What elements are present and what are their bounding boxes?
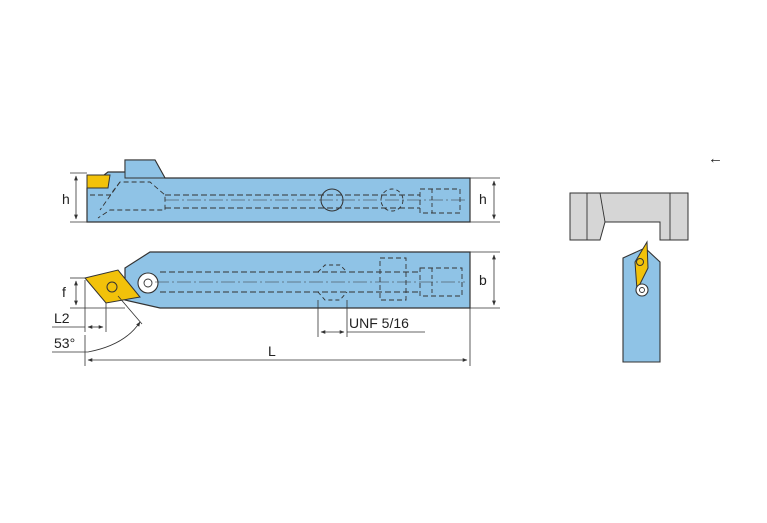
side-view-insert: [634, 240, 649, 292]
front-view-dimensions: b f L2 53° UNF 5/16 L: [52, 251, 500, 366]
side-view-holder: [622, 247, 661, 363]
top-view-clamp: [124, 159, 166, 179]
workpiece: [569, 192, 689, 241]
dim-label-b: b: [479, 272, 487, 288]
front-view-body: [124, 251, 471, 309]
dim-label-f: f: [62, 284, 66, 300]
top-view-dimensions: h h: [62, 172, 500, 223]
clamp-screw: [137, 272, 159, 294]
dim-label-h-right: h: [479, 191, 487, 207]
dim-label-angle: 53°: [54, 335, 75, 351]
side-view-screw: [635, 283, 649, 297]
front-view: [84, 251, 471, 309]
dim-label-h-left: h: [62, 191, 70, 207]
dim-label-l2: L2: [54, 310, 70, 326]
insert-screw: [106, 281, 118, 293]
view-direction-arrow: ←: [708, 150, 723, 167]
top-view: [86, 159, 471, 223]
top-view-insert: [86, 174, 111, 189]
dim-label-thread: UNF 5/16: [349, 315, 409, 331]
application-view: ←: [569, 150, 723, 363]
dim-label-length: L: [268, 343, 276, 359]
